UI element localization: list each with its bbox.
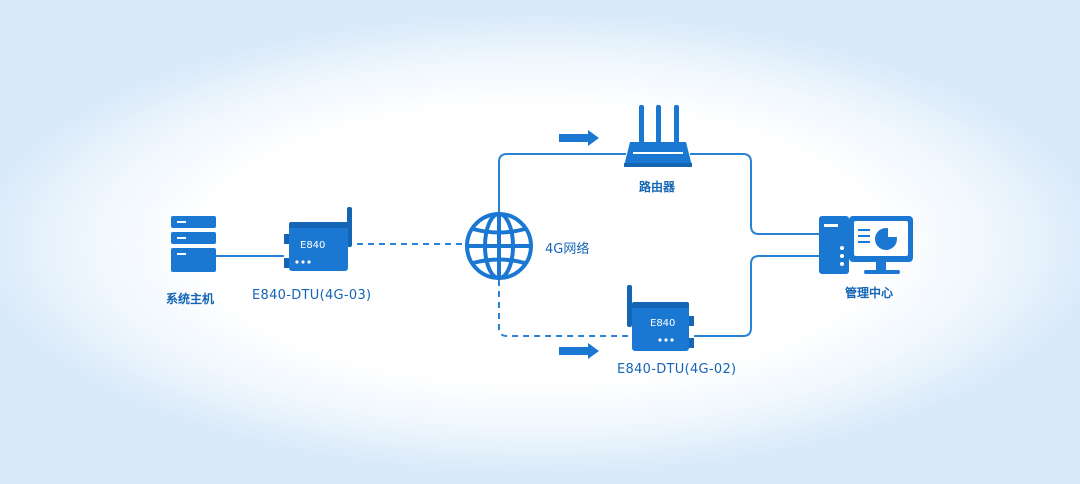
antenna (627, 285, 632, 327)
dtu-right-label: E840-DTU(4G-02) (617, 362, 737, 377)
server-led (177, 253, 186, 255)
server-slot (171, 232, 216, 244)
router-icon (624, 105, 692, 167)
globe-latitude (472, 227, 526, 235)
server-led (177, 237, 186, 239)
arrow-head (588, 130, 599, 146)
tower-case (819, 216, 849, 274)
device-ear (688, 316, 694, 326)
device-ear (284, 258, 290, 268)
dtu-device-icon (284, 207, 352, 271)
router-antenna (674, 105, 679, 143)
link-network-to-router (498, 153, 626, 212)
host-label: 系统主机 (166, 292, 215, 306)
monitor-stand (876, 262, 886, 270)
pie-chart-slice (888, 226, 899, 237)
arrow-right-icon (559, 134, 589, 142)
tower-led (840, 262, 844, 266)
connections (216, 153, 820, 337)
dtu-right-badge: E840 (650, 318, 676, 329)
device-led (658, 338, 662, 342)
management-label: 管理中心 (845, 286, 894, 300)
link-router-to-management (690, 153, 820, 235)
arrow-to-router (559, 130, 599, 146)
tower-detail (824, 224, 838, 227)
device-ear (284, 234, 290, 244)
arrow-to-dtu (559, 343, 599, 359)
router-antenna (639, 105, 644, 143)
dtu-left-label: E840-DTU(4G-03) (252, 288, 372, 303)
device-led (670, 338, 674, 342)
screen-line (858, 229, 870, 231)
dtu-left-badge: E840 (300, 240, 326, 251)
dtu-device-icon (627, 285, 694, 351)
server-led (177, 221, 186, 223)
link-network-to-dtu-dashed (498, 280, 632, 337)
device-led (307, 260, 311, 264)
device-top (632, 302, 689, 308)
router-base (624, 163, 692, 167)
network-label: 4G网络 (545, 242, 590, 257)
device-body (632, 302, 689, 351)
screen-line (858, 235, 870, 237)
monitor-computer-icon (819, 216, 913, 274)
arrow-right-icon (559, 347, 589, 355)
server-slot (171, 216, 216, 228)
tower-led (840, 254, 844, 258)
device-led (301, 260, 305, 264)
link-dtu-to-management (694, 255, 820, 337)
device-body (289, 222, 348, 271)
device-ear (688, 338, 694, 348)
device-top (289, 222, 348, 228)
globe-icon (465, 212, 533, 280)
server-icon (171, 216, 216, 272)
monitor-base (864, 270, 900, 274)
antenna (347, 207, 352, 247)
router-light-strip (633, 152, 683, 154)
globe-latitude (472, 257, 526, 265)
router-label: 路由器 (639, 180, 676, 194)
router-antenna (656, 105, 661, 143)
device-led (295, 260, 299, 264)
tower-led (840, 246, 844, 250)
device-led (664, 338, 668, 342)
arrow-head (588, 343, 599, 359)
screen-line (858, 241, 870, 243)
server-slot (171, 248, 216, 272)
